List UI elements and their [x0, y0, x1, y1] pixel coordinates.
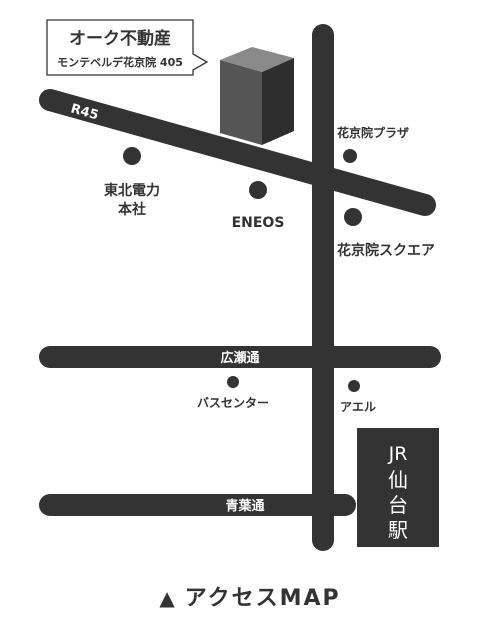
access-map-caption: ▲ アクセスMAP [0, 580, 500, 612]
tohoku-denryoku-label-line2: 本社 [118, 201, 146, 218]
hirose-dori-label: 広瀬通 [220, 350, 259, 366]
tohoku-denryoku-marker [123, 147, 141, 165]
access-map: R45 広瀬通 青葉通 オーク不動産 モンテベルデ花京院 405 東北電力 本社… [39, 19, 441, 551]
station-label-jr: JR [388, 443, 408, 465]
destination-address: モンテベルデ花京院 405 [57, 55, 183, 69]
kakyoin-square-marker [344, 208, 362, 226]
triangle-up-icon: ▲ [159, 586, 177, 610]
aoba-dori-label: 青葉通 [225, 498, 264, 514]
station-label-sen: 仙 [388, 468, 408, 492]
oak-fudosan-building-icon [220, 47, 294, 145]
jr-sendai-station-block [357, 428, 439, 547]
station-label-eki: 駅 [388, 518, 408, 542]
bus-center-marker [227, 376, 239, 388]
route-45-label: R45 [69, 101, 100, 123]
aeru-label: アエル [340, 400, 376, 414]
kakyoin-plaza-label: 花京院プラザ [337, 125, 409, 140]
eneos-marker [249, 181, 267, 199]
eneos-label: ENEOS [232, 215, 285, 231]
destination-name: オーク不動産 [69, 28, 171, 49]
aeru-marker [348, 380, 360, 392]
access-map-title: アクセスMAP [184, 586, 341, 611]
bus-center-label: バスセンター [197, 396, 269, 410]
route-45-road [39, 89, 436, 216]
kakyoin-square-label: 花京院スクエア [337, 242, 435, 259]
kakyoin-plaza-marker [343, 149, 357, 163]
tohoku-denryoku-label-line1: 東北電力 [104, 182, 160, 199]
destination-callout: オーク不動産 モンテベルデ花京院 405 [46, 19, 209, 76]
station-label-dai: 台 [388, 493, 408, 517]
